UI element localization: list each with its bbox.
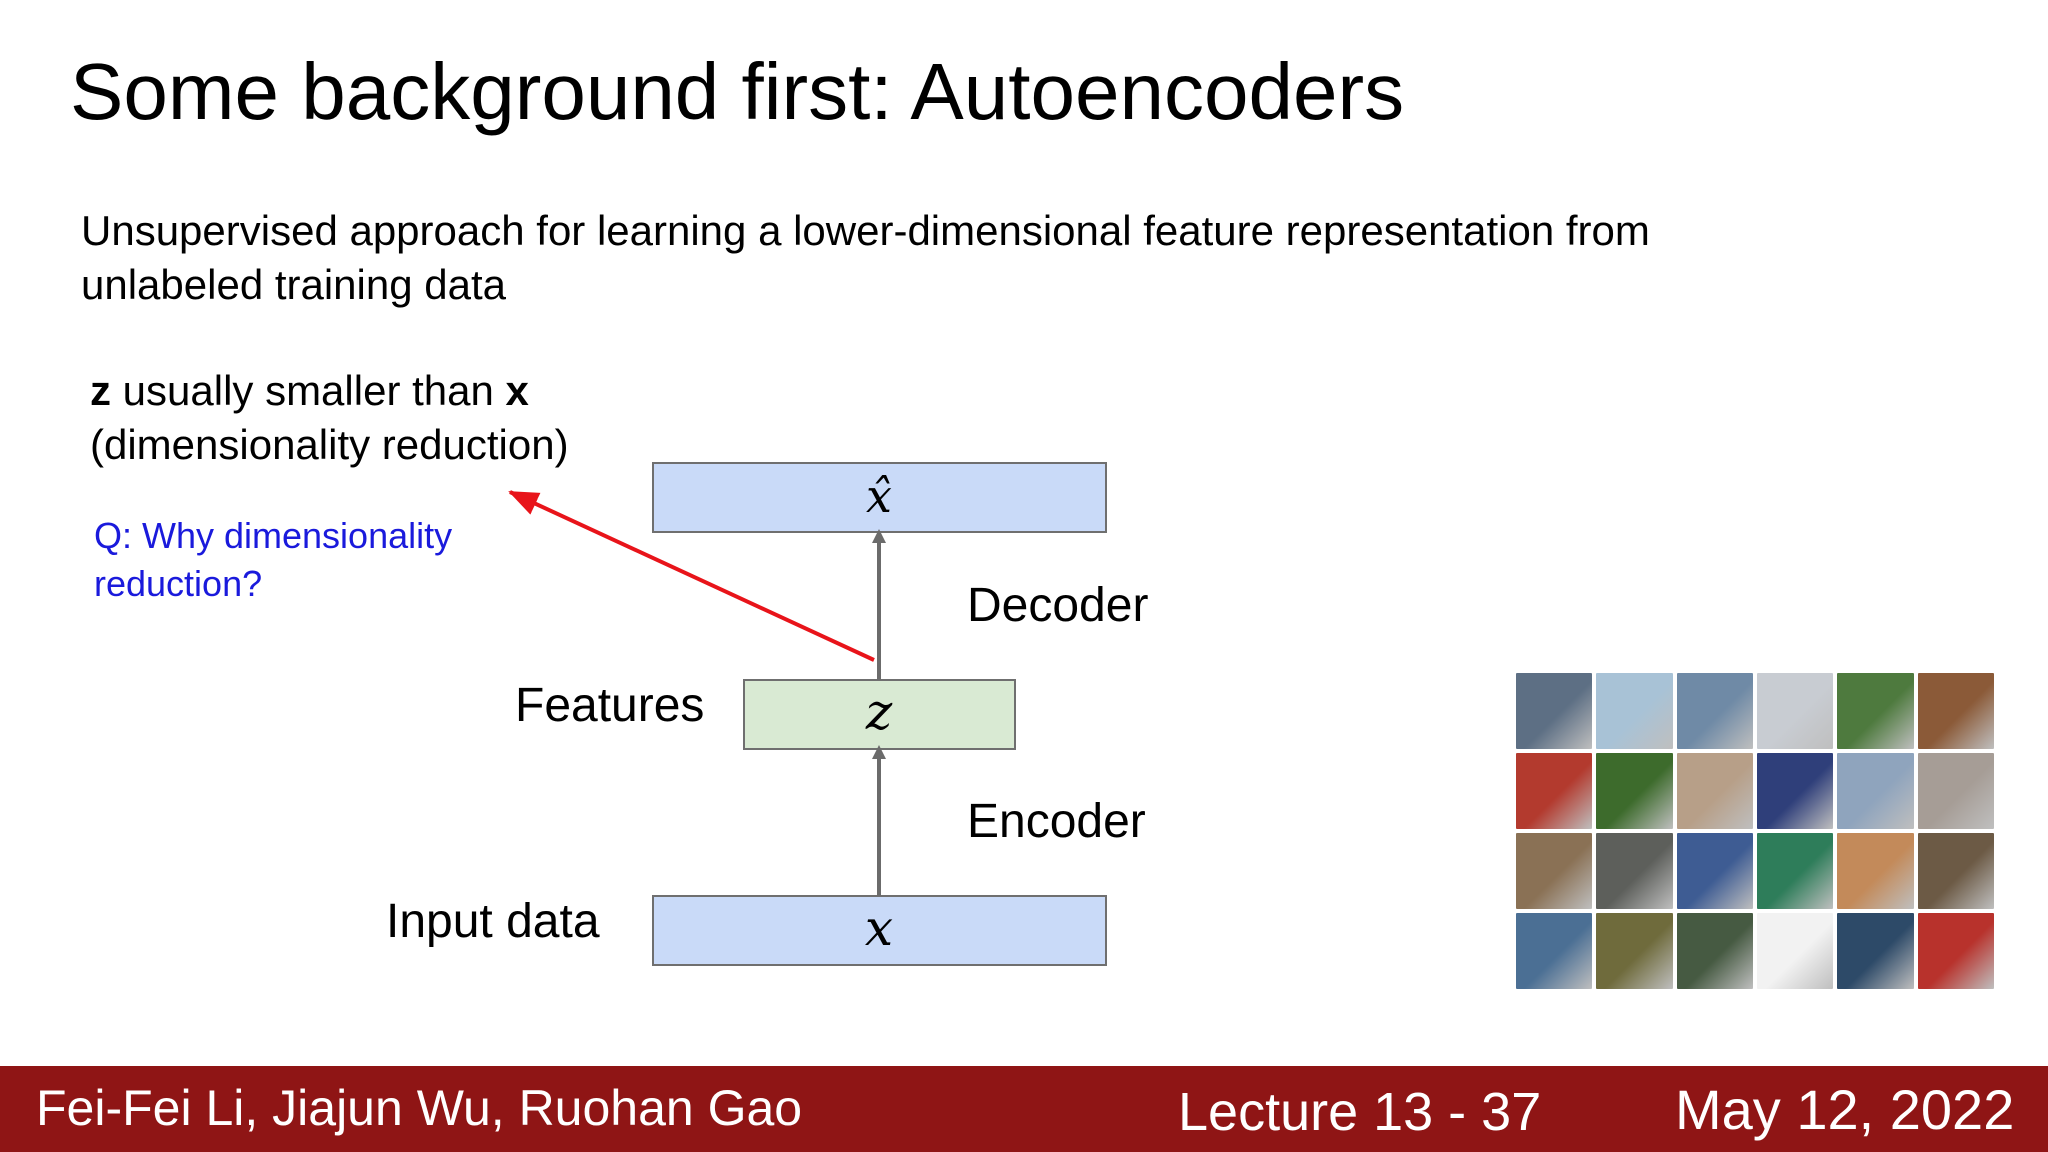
- features-symbol: z: [865, 683, 893, 741]
- image-thumbnail: [1596, 833, 1673, 909]
- slide-subtitle: Unsupervised approach for learning a low…: [81, 207, 1650, 308]
- image-thumbnail: [1757, 673, 1834, 749]
- image-thumbnail: [1676, 913, 1753, 989]
- footer-date: May 12, 2022: [1675, 1078, 2015, 1141]
- decoder-label: Decoder: [967, 579, 1149, 632]
- image-thumbnail: [1837, 673, 1914, 749]
- image-thumbnail: [1917, 673, 1994, 749]
- image-thumbnail: [1837, 833, 1914, 909]
- image-thumbnail: [1917, 833, 1994, 909]
- red-annotation-arrow: [508, 490, 875, 662]
- image-thumbnail: [1917, 753, 1994, 829]
- image-thumbnail: [1676, 833, 1753, 909]
- note-middle: usually smaller than: [111, 367, 506, 414]
- features-label: Features: [515, 679, 705, 732]
- output-box: [652, 462, 1107, 533]
- question-note: Q: Why dimensionality reduction?: [94, 512, 452, 608]
- question-line-1: Q: Why dimensionality: [94, 515, 453, 556]
- image-thumbnail: [1837, 753, 1914, 829]
- footer-authors: Fei-Fei Li, Jiajun Wu, Ruohan Gao: [36, 1080, 803, 1136]
- note-z: z: [90, 367, 111, 414]
- image-thumbnail: [1917, 913, 1994, 989]
- footer-bar: Fei-Fei Li, Jiajun Wu, Ruohan Gao Lectur…: [0, 1066, 2048, 1152]
- image-thumbnail: [1516, 673, 1593, 749]
- image-thumbnail: [1596, 673, 1673, 749]
- note-line-1: z usually smaller than x: [90, 364, 569, 418]
- slide-title: Some background first: Autoencoders: [70, 47, 1405, 136]
- image-thumbnail: [1757, 833, 1834, 909]
- input-symbol: x: [865, 899, 893, 957]
- image-thumbnail: [1757, 753, 1834, 829]
- image-thumbnail: [1596, 913, 1673, 989]
- input-data-label: Input data: [386, 895, 600, 948]
- image-thumbnail: [1516, 913, 1593, 989]
- dimensionality-note: z usually smaller than x (dimensionality…: [90, 364, 569, 472]
- input-box: [652, 895, 1107, 966]
- note-x: x: [505, 367, 529, 414]
- features-box: [743, 679, 1016, 750]
- image-thumbnail: [1676, 753, 1753, 829]
- note-line-2: (dimensionality reduction): [90, 421, 569, 468]
- question-line-2: reduction?: [94, 563, 263, 604]
- encoder-label: Encoder: [967, 795, 1146, 848]
- image-thumbnail: [1837, 913, 1914, 989]
- image-thumbnail: [1757, 913, 1834, 989]
- image-thumbnail: [1516, 753, 1593, 829]
- image-thumbnail-grid: [1516, 673, 1994, 989]
- image-thumbnail: [1676, 673, 1753, 749]
- image-thumbnail: [1596, 753, 1673, 829]
- footer-lecture-number: Lecture 13 - 37: [1178, 1082, 1542, 1142]
- output-symbol: x̂: [866, 469, 892, 523]
- image-thumbnail: [1516, 833, 1593, 909]
